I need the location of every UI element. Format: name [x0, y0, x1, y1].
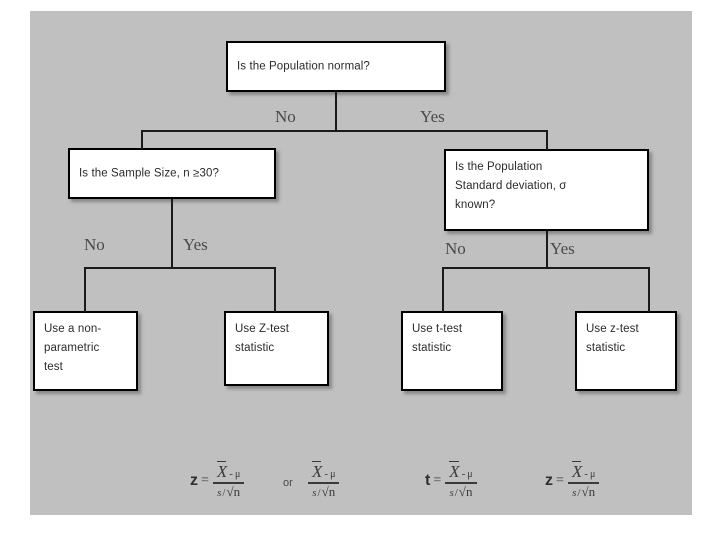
- fraction-numerator: X-μ: [308, 462, 339, 482]
- outcome-node-z-test-statistic[interactable]: Use Z-test statistic: [224, 311, 329, 386]
- x-bar-symbol: X: [216, 462, 228, 481]
- connector-root-bus: [141, 130, 548, 132]
- node-label: Use t-test statistic: [412, 323, 463, 354]
- slash-symbol: /: [222, 486, 226, 499]
- connector-sample-to-nonparam: [84, 267, 86, 312]
- n-symbol: n: [233, 483, 241, 499]
- fraction: X-μ s/√n: [212, 462, 245, 500]
- formula-equals: =: [433, 472, 442, 488]
- outcome-node-nonparametric-test[interactable]: Use a non- parametric test: [33, 311, 138, 391]
- sqrt-symbol: √: [321, 483, 329, 499]
- slash-symbol: /: [317, 486, 321, 499]
- edge-label-root-no: No: [275, 107, 296, 126]
- node-label: Is the Population normal?: [237, 60, 370, 72]
- fraction-bar: [445, 482, 477, 484]
- connector-root-to-sigma: [546, 130, 548, 150]
- x-bar-symbol: X: [571, 462, 583, 481]
- sqrt-symbol: √: [226, 483, 234, 499]
- formula-symbol-z: z: [545, 471, 553, 489]
- formula-z-statistic: z = X-μ s/√n: [190, 462, 245, 500]
- minus-sign: -: [461, 468, 466, 480]
- mu-symbol: μ: [330, 469, 336, 480]
- fraction-numerator: X-μ: [568, 462, 599, 482]
- formula-z-statistic-right: z = X-μ s/√n: [545, 462, 600, 500]
- minus-sign: -: [584, 468, 588, 480]
- formula-t-statistic: t = X-μ s/√n: [425, 462, 477, 500]
- mu-symbol: μ: [234, 469, 241, 480]
- edge-label-sample-yes: Yes: [183, 235, 208, 254]
- fraction-bar: [308, 482, 340, 484]
- formula-or-connector: or: [283, 477, 293, 489]
- fraction: X-μ s/√n: [308, 462, 340, 500]
- node-label: Use a non- parametric test: [44, 323, 102, 373]
- formula-equals: =: [201, 472, 209, 488]
- s-symbol: s: [449, 486, 454, 499]
- s-symbol: s: [312, 486, 317, 499]
- fraction-numerator: X-μ: [445, 462, 476, 482]
- fraction-denominator: s/√n: [568, 484, 599, 500]
- x-bar-symbol: X: [449, 462, 460, 481]
- minus-sign: -: [324, 468, 329, 480]
- flowchart-canvas: Is the Population normal? Is the Sample …: [30, 11, 692, 515]
- outcome-node-t-test-statistic[interactable]: Use t-test statistic: [401, 311, 503, 391]
- n-symbol: n: [465, 483, 473, 499]
- connector-sigma-to-ttest: [442, 267, 444, 312]
- connector-root-stem: [335, 92, 337, 131]
- fraction-denominator: s/√n: [308, 484, 339, 500]
- x-bar-symbol: X: [312, 462, 323, 481]
- fraction-denominator: s/√n: [445, 484, 476, 500]
- n-symbol: n: [328, 483, 336, 499]
- decision-node-population-normal[interactable]: Is the Population normal?: [226, 41, 446, 92]
- s-symbol: s: [572, 486, 577, 499]
- fraction-numerator: X-μ: [213, 462, 244, 482]
- node-label: Use Z-test statistic: [235, 323, 290, 354]
- decision-node-population-sigma[interactable]: Is the Population Standard deviation, σ …: [444, 149, 649, 231]
- fraction: X-μ s/√n: [445, 462, 477, 500]
- sqrt-symbol: √: [581, 483, 589, 499]
- node-label: Use z-test statistic: [586, 323, 639, 354]
- fraction: X-μ s/√n: [567, 462, 600, 500]
- connector-root-to-sample: [141, 130, 143, 149]
- fraction-bar: [567, 482, 600, 484]
- edge-label-sigma-yes: Yes: [550, 239, 575, 258]
- connector-sample-to-ztest: [274, 267, 276, 312]
- edge-label-sample-no: No: [84, 235, 105, 254]
- minus-sign: -: [229, 468, 233, 480]
- s-symbol: s: [217, 486, 222, 499]
- n-symbol: n: [588, 483, 596, 499]
- formula-symbol-z: z: [190, 471, 198, 489]
- connector-sample-stem: [171, 199, 173, 269]
- edge-label-root-yes: Yes: [420, 107, 445, 126]
- fraction-denominator: s/√n: [213, 484, 244, 500]
- formula-symbol-t: t: [425, 471, 431, 489]
- fraction-bar: [212, 482, 245, 484]
- formula-equals: =: [556, 472, 564, 488]
- sqrt-symbol: √: [458, 483, 466, 499]
- connector-sigma-bus: [442, 267, 650, 269]
- mu-symbol: μ: [589, 469, 596, 480]
- slash-symbol: /: [577, 486, 581, 499]
- edge-label-sigma-no: No: [445, 239, 466, 258]
- outcome-node-z-test-statistic-lower[interactable]: Use z-test statistic: [575, 311, 677, 391]
- formula-z-statistic-alt: X-μ s/√n: [308, 462, 340, 500]
- node-label: Is the Sample Size, n ≥30?: [79, 167, 219, 179]
- slash-symbol: /: [454, 486, 458, 499]
- connector-sample-bus: [84, 267, 276, 269]
- decision-node-sample-size[interactable]: Is the Sample Size, n ≥30?: [68, 148, 276, 199]
- node-label: Is the Population Standard deviation, σ …: [455, 161, 567, 211]
- connector-sigma-to-zlower: [648, 267, 650, 312]
- mu-symbol: μ: [467, 469, 473, 480]
- connector-sigma-stem: [546, 231, 548, 269]
